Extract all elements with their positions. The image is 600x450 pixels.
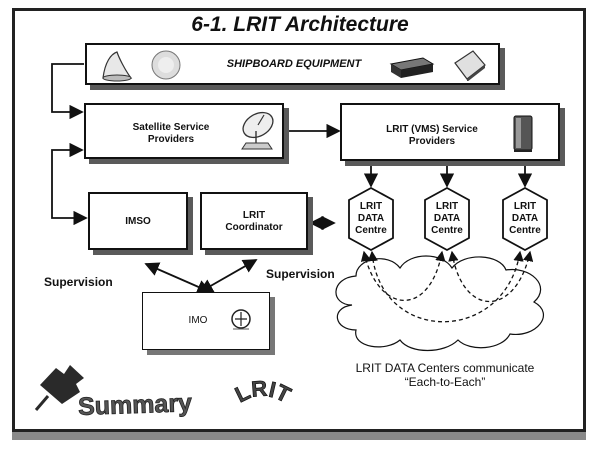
imso-label: IMSO [125,216,151,227]
data-centre-1-line2: DATA [357,213,385,224]
data-centre-hexagon-1 [348,186,394,252]
vms-label-line2: Providers [408,136,456,147]
transceiver-unit-icon [389,57,435,78]
lrit-wordart: LRIT [231,376,295,408]
server-cabinet-icon [513,115,533,152]
lrit-coordinator-box: LRIT Coordinator [200,192,308,250]
satellite-label-line1: Satellite Service [132,122,210,133]
data-centre-1-line1: LRIT [359,201,383,212]
vms-service-providers-box: LRIT (VMS) Service Providers [340,103,560,161]
data-centre-hexagon-3 [502,186,548,252]
dashed-link-dc1-dc2 [360,250,446,302]
cloud-caption-line2: “Each-to-Each” [404,375,486,389]
page-title: 6-1. LRIT Architecture [191,13,409,36]
satellite-service-providers-box: Satellite Service Providers [84,103,284,159]
link-satellite-imso [51,142,88,226]
imo-emblem-icon [231,309,251,330]
imso-box: IMSO [88,192,188,250]
vms-label-line1: LRIT (VMS) Service [386,124,478,135]
terminal-device-icon [454,50,486,81]
shipboard-equipment-label: SHIPBOARD EQUIPMENT [226,58,362,70]
satellite-label-line2: Providers [147,134,195,145]
supervision-left-label: Supervision [44,275,113,289]
dashed-link-dc1-dc3 [367,250,524,323]
coordinator-label-line2: Coordinator [225,222,283,233]
link-shipboard-satellite [51,63,84,120]
link-coordinator-imo [198,259,258,293]
data-centre-3-line2: DATA [511,213,539,224]
antenna-dome-icon [102,51,133,82]
cloud-caption-line1: LRIT DATA Centers communicate [355,361,535,375]
data-centre-2-line2: DATA [433,213,461,224]
data-centre-3-line3: Centre [509,225,541,236]
coordinator-label-line1: LRIT [242,210,266,221]
supervision-right-label: Supervision [266,267,335,281]
satellite-dish-round-icon [151,50,181,80]
imo-label: IMO [188,315,208,326]
data-centre-2-line3: Centre [431,225,463,236]
communication-cloud [335,255,545,351]
link-imso-imo [144,262,212,294]
data-centre-1-line3: Centre [355,225,387,236]
summary-wordart: Summary [78,389,193,421]
shipboard-equipment-box: SHIPBOARD EQUIPMENT [85,43,500,85]
data-centre-2-line1: LRIT [435,201,459,212]
data-centre-hexagon-2 [424,186,470,252]
pushpin-icon [34,365,84,411]
bottom-bar [12,432,586,440]
imo-box: IMO [142,292,270,350]
satellite-dish-icon [241,111,274,150]
data-centre-3-line1: LRIT [513,201,537,212]
dashed-link-dc2-dc3 [448,250,534,303]
